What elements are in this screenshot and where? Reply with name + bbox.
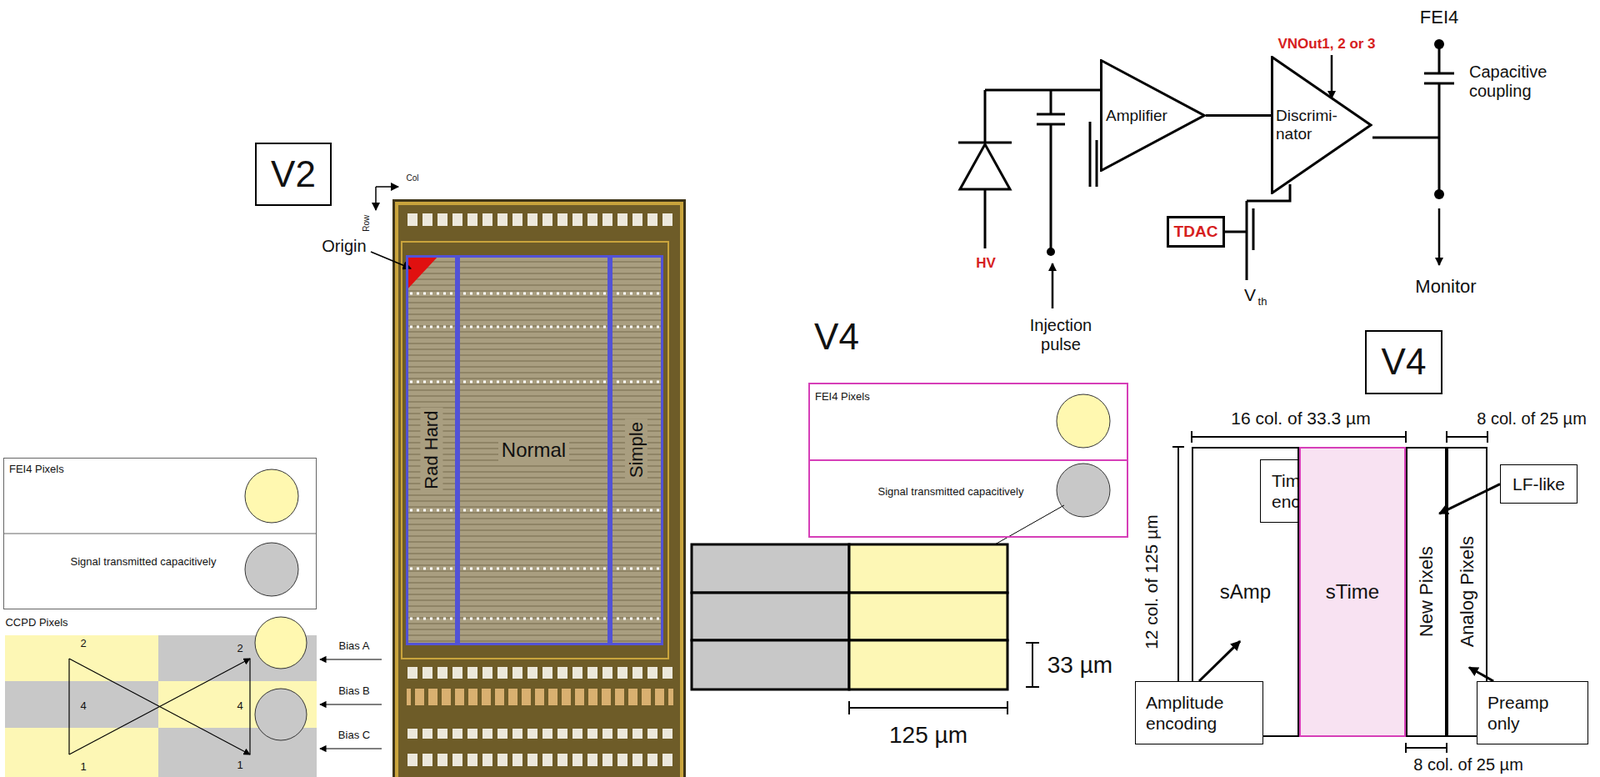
text-label: 1 bbox=[80, 760, 86, 774]
text-label: FEI4 bbox=[1420, 6, 1459, 28]
node-label: LF-like bbox=[1512, 473, 1565, 495]
text-label: Bias C bbox=[338, 729, 370, 742]
node-label: FEI4 Pixels bbox=[9, 463, 65, 476]
text-label: 33 µm bbox=[1047, 651, 1113, 679]
text-label: 2 bbox=[80, 637, 86, 650]
node-label: Amplifier bbox=[1105, 106, 1168, 125]
node-label: sTime bbox=[1325, 580, 1380, 604]
node-label: Discrimi- nator bbox=[1275, 106, 1350, 144]
callout-box: Preamp only bbox=[1476, 680, 1589, 745]
triangle-shape bbox=[1272, 57, 1372, 194]
node-label: V2 bbox=[270, 153, 316, 196]
text-label: 4 bbox=[236, 700, 243, 713]
chip-region: Normal bbox=[457, 255, 610, 645]
text-label: 4 bbox=[80, 700, 86, 713]
node-label: FEI4 Pixels bbox=[815, 390, 870, 404]
triangle-shape bbox=[1101, 60, 1205, 171]
callout-box: LF-like bbox=[1500, 464, 1578, 504]
text-label: V4 bbox=[814, 315, 860, 359]
text-label: Col bbox=[405, 173, 419, 184]
text-label: Monitor bbox=[1415, 275, 1476, 297]
text-label: CCPD Pixels bbox=[5, 616, 68, 630]
version-box: V2 bbox=[255, 142, 332, 206]
node-label: Simple bbox=[625, 418, 648, 481]
chip-region: Simple bbox=[610, 255, 664, 645]
text-label: Row bbox=[361, 215, 372, 232]
connector bbox=[1469, 666, 1494, 681]
connector bbox=[1439, 484, 1500, 514]
text-label: 2 bbox=[236, 642, 243, 655]
tdac-box: TDAC bbox=[1166, 215, 1225, 248]
text-label: 125 µm bbox=[889, 721, 968, 749]
node-label: Amplitude encoding bbox=[1145, 691, 1253, 734]
chip-region: Rad Hard bbox=[405, 255, 458, 645]
text-label: Injection pulse bbox=[1015, 315, 1107, 355]
node-label: Analog Pixels bbox=[1456, 535, 1478, 647]
node-label: Preamp only bbox=[1487, 691, 1578, 734]
chip-photo bbox=[392, 199, 686, 777]
node-label: V4 bbox=[1381, 340, 1427, 384]
node-label: Signal transmitted capacitively bbox=[878, 485, 1025, 499]
text-label: Capacitive coupling bbox=[1469, 62, 1561, 101]
text-label: Bias B bbox=[338, 685, 370, 698]
text-label: 8 col. of 25 µm bbox=[1476, 409, 1587, 429]
node-label: Normal bbox=[498, 437, 570, 463]
pixel-column: sTime bbox=[1299, 446, 1406, 737]
callout-box: Amplitude encoding bbox=[1135, 680, 1264, 745]
version-box: V4 bbox=[1365, 330, 1443, 395]
text-label: Bias A bbox=[339, 640, 370, 653]
amplifier-symbol: Amplifier bbox=[1100, 59, 1206, 172]
text-label: 1 bbox=[236, 759, 243, 772]
text-label: Origin bbox=[321, 236, 366, 256]
pixel-box: FEI4 PixelsSignal transmitted capacitive… bbox=[3, 457, 317, 610]
pixel-column: New Pixels bbox=[1405, 446, 1447, 737]
text-label: 8 col. of 25 µm bbox=[1413, 755, 1524, 775]
node-label: sAmp bbox=[1220, 580, 1271, 604]
text-label: VNOut1, 2 or 3 bbox=[1277, 35, 1375, 53]
text-label: 16 col. of 33.3 µm bbox=[1230, 408, 1370, 429]
connector bbox=[1205, 114, 1271, 117]
node-label: New Pixels bbox=[1415, 546, 1437, 638]
text-label: 12 col. of 125 µm bbox=[1141, 514, 1162, 650]
text-label: HV bbox=[975, 255, 996, 272]
text-label: th bbox=[1258, 295, 1268, 309]
discriminator-symbol: Discrimi- nator bbox=[1270, 55, 1373, 195]
node-label: TDAC bbox=[1174, 222, 1219, 241]
text-label: V bbox=[1244, 285, 1256, 305]
node-label: Signal transmitted capacitively bbox=[70, 555, 217, 569]
node-label: Rad Hard bbox=[420, 407, 443, 493]
schematic-wires bbox=[958, 44, 1455, 280]
connector bbox=[1199, 640, 1240, 681]
pixel-box: FEI4 PixelsSignal transmitted capacitive… bbox=[808, 382, 1129, 538]
